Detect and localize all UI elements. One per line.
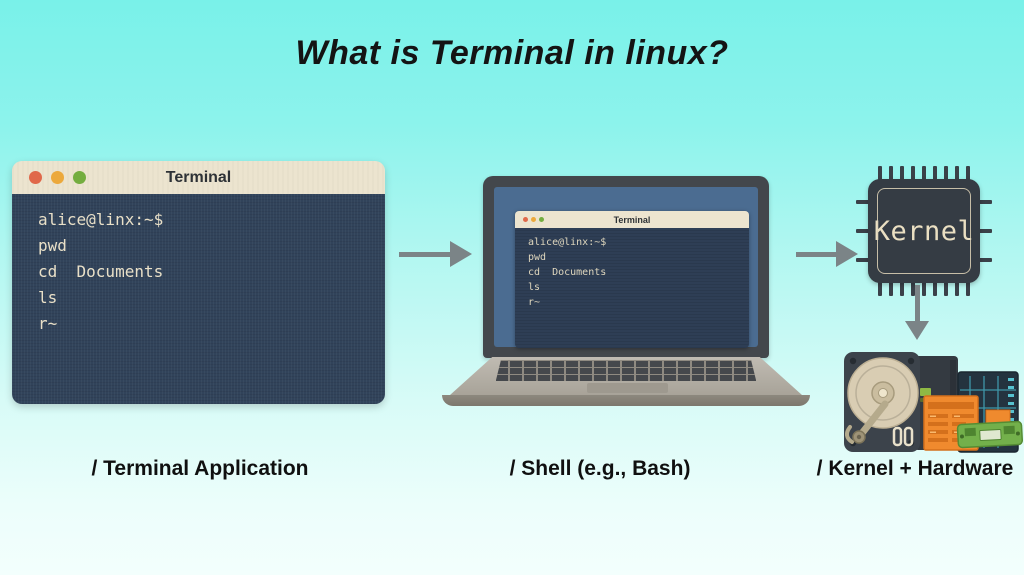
arrow-shaft <box>914 285 920 321</box>
arrow-right-icon <box>399 241 472 267</box>
hardware-illustration <box>838 344 1024 456</box>
terminal-line: r~ <box>38 314 58 333</box>
close-button-icon <box>523 217 528 222</box>
terminal-window-title: Terminal <box>165 168 232 186</box>
caption-kernel-hardware: / Kernel + Hardware <box>816 457 1014 480</box>
terminal-line: r~ <box>528 297 541 308</box>
terminal-line: cd Documents <box>528 267 607 278</box>
laptop-screen: Terminal alice@linx:~$ pwd cd Documents … <box>483 176 769 358</box>
terminal-line: alice@linx:~$ <box>38 210 164 229</box>
hardware-icon-group <box>844 352 1024 453</box>
laptop-terminal-title: Terminal <box>613 214 651 225</box>
arrow-head <box>905 321 929 340</box>
laptop-base <box>450 357 802 395</box>
laptop-terminal-window: Terminal alice@linx:~$ pwd cd Documents … <box>515 211 749 348</box>
caption-terminal-application: / Terminal Application <box>91 457 309 480</box>
minimize-button-icon <box>51 171 64 184</box>
chip-pins-left <box>856 200 870 262</box>
laptop-desktop: Terminal alice@linx:~$ pwd cd Documents … <box>494 187 758 348</box>
laptop-terminal-output: alice@linx:~$ pwd cd Documents ls r~ <box>515 228 749 348</box>
maximize-button-icon <box>73 171 86 184</box>
terminal-line: pwd <box>38 236 67 255</box>
laptop: Terminal alice@linx:~$ pwd cd Documents … <box>442 176 810 408</box>
arrow-shaft <box>796 251 836 257</box>
arrow-head <box>450 241 472 267</box>
arrow-head <box>836 241 858 267</box>
maximize-button-icon <box>539 217 544 222</box>
chip-pins-right <box>978 200 992 262</box>
chip-pins-top <box>878 166 970 180</box>
terminal-line: cd Documents <box>38 262 164 281</box>
terminal-line: ls <box>528 282 541 293</box>
terminal-line: pwd <box>528 252 547 263</box>
memory-module-icon <box>956 420 1024 449</box>
terminal-line: ls <box>38 288 58 307</box>
laptop-trackpad <box>587 383 669 393</box>
chip-body: Kernel <box>868 179 980 283</box>
arrow-down-icon <box>902 285 932 341</box>
arrow-shaft <box>399 251 450 257</box>
kernel-label: Kernel <box>873 215 975 247</box>
terminal-window: Terminal alice@linx:~$ pwd cd Documents … <box>12 161 385 404</box>
close-button-icon <box>29 171 42 184</box>
laptop-keyboard <box>495 360 757 381</box>
laptop-terminal-titlebar: Terminal <box>515 211 749 228</box>
laptop-bottom-edge <box>442 395 810 406</box>
chip-inner-outline <box>877 188 971 274</box>
chip-pins-bottom <box>878 282 970 296</box>
minimize-button-icon <box>531 217 536 222</box>
arrow-right-icon <box>796 241 858 267</box>
terminal-line: alice@linx:~$ <box>528 237 607 248</box>
kernel-chip: Kernel <box>856 166 992 296</box>
page-title: What is Terminal in linux? <box>295 34 729 72</box>
terminal-output: alice@linx:~$ pwd cd Documents ls r~ <box>12 194 385 404</box>
caption-shell: / Shell (e.g., Bash) <box>509 457 691 480</box>
terminal-titlebar: Terminal <box>12 161 385 194</box>
